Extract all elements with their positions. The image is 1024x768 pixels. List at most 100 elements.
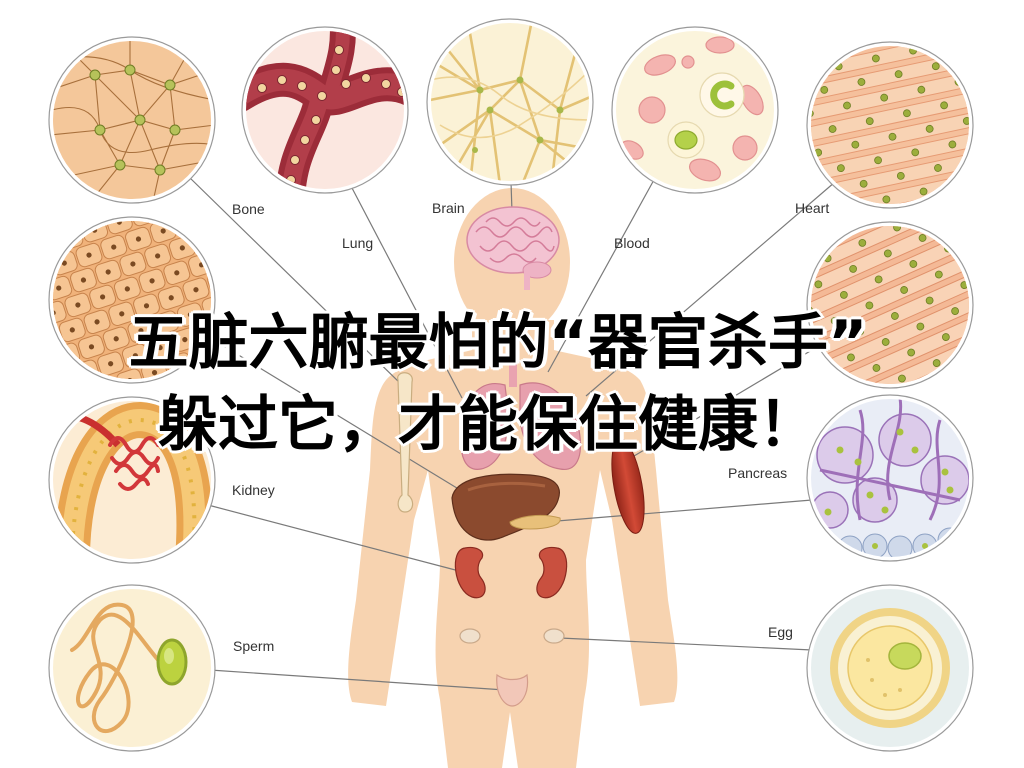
brain-cell-circle [426, 18, 594, 186]
kidneys-organ [454, 546, 568, 599]
liver-cell [236, 236, 265, 262]
liver-cell-nucleus [56, 285, 62, 291]
heart-nucleus [956, 179, 965, 188]
muscle-nucleus [839, 290, 848, 299]
muscle-nucleus [763, 259, 772, 268]
pancreas-cell-circle [806, 394, 974, 562]
muscle-nucleus [962, 192, 971, 201]
muscle-nucleus [872, 364, 881, 372]
muscle-cell-circle [763, 192, 987, 389]
headline-line-1: 五脏六腑最怕的“器官杀手” [128, 308, 868, 378]
liver-cell-nucleus [124, 286, 130, 292]
liver-cell-nucleus [229, 229, 236, 236]
liver-cell-nucleus [100, 294, 106, 300]
muscle-nucleus [953, 226, 962, 227]
liver-cell-nucleus [141, 211, 148, 218]
liver-cell-nucleus [237, 295, 244, 302]
heart-nucleus [886, 31, 894, 39]
heart-nucleus [917, 85, 926, 94]
liver-cell [201, 294, 211, 319]
liver-cell [179, 185, 208, 211]
liver-cell-nucleus [94, 319, 100, 325]
label-blood: Blood [614, 235, 650, 251]
brain-organ [466, 206, 560, 290]
muscle-nucleus [811, 306, 814, 315]
muscle-nucleus [779, 295, 788, 304]
liver-cell-nucleus [132, 353, 138, 359]
lungs-organ [460, 345, 581, 470]
liver-cell-nucleus [36, 268, 43, 275]
heart-nucleus [1000, 109, 1008, 117]
liver-cell-nucleus [248, 245, 255, 252]
muscle-nucleus [909, 260, 918, 268]
kidney-connector [207, 504, 464, 573]
heart-nucleus [871, 54, 880, 63]
liver-cell [231, 260, 260, 286]
muscle-nucleus [856, 327, 865, 336]
liver-cell-nucleus [61, 260, 67, 266]
muscle-organ [611, 438, 645, 534]
pancreas-connector [544, 499, 813, 523]
heart-nucleus [857, 78, 866, 86]
bone-connector [187, 175, 403, 386]
label-sperm: Sperm [233, 638, 275, 654]
muscle-nucleus [969, 254, 978, 263]
liver-cell [130, 221, 158, 227]
liver-cell-nucleus [179, 245, 185, 251]
label-heart: Heart [795, 200, 830, 216]
liver-cell-nucleus [157, 345, 163, 351]
heart-nucleus [923, 23, 931, 31]
liver-cell [53, 258, 54, 284]
muscle-nucleus [934, 270, 943, 279]
heart-nucleus [812, 46, 820, 55]
heart-nucleus [865, 117, 874, 126]
muscle-nucleus [867, 212, 876, 221]
lung-connector [351, 187, 463, 399]
liver-cell [6, 241, 35, 267]
heart-nucleus [940, 101, 948, 110]
heart-nucleus [979, 195, 987, 203]
heart-nucleus [985, 132, 993, 140]
liver-cell [207, 269, 211, 294]
liver-cell-nucleus [168, 295, 174, 301]
label-brain: Brain [432, 200, 465, 216]
liver-cell-nucleus [204, 237, 210, 243]
label-pancreas: Pancreas [728, 465, 788, 481]
muscle-nucleus [978, 228, 987, 237]
liver-cell-nucleus [151, 369, 158, 376]
heart-nucleus [983, 31, 991, 39]
liver-cell-nucleus [155, 253, 161, 259]
heart-nucleus [800, 172, 808, 180]
heart-nucleus [880, 93, 889, 102]
muscle-nucleus [814, 280, 823, 289]
muscle-nucleus [927, 207, 936, 216]
egg-cell-circle [806, 584, 974, 752]
label-egg: Egg [768, 624, 793, 640]
muscle-nucleus [874, 275, 883, 284]
bone-organ [397, 372, 414, 513]
liver-cell [19, 283, 48, 309]
heart-nucleus [874, 156, 882, 165]
liver-cell-nucleus [119, 311, 125, 317]
muscle-nucleus [788, 269, 797, 278]
heart-nucleus [946, 46, 955, 47]
muscle-nucleus [893, 226, 901, 232]
liver-cell [53, 234, 59, 259]
heart-nucleus [992, 70, 1000, 78]
liver-cell-nucleus [113, 336, 119, 342]
sperm-cell-circle [48, 584, 216, 752]
liver-cell-nucleus [135, 236, 142, 242]
heart-nucleus [903, 109, 911, 118]
muscle-nucleus [881, 338, 890, 346]
muscle-nucleus [916, 322, 925, 331]
muscle-nucleus [847, 353, 855, 362]
heart-nucleus [888, 132, 897, 141]
muscle-nucleus [951, 307, 959, 315]
bone-cell-circle [48, 36, 216, 204]
blood-connector [547, 177, 656, 373]
heart-connector [585, 181, 836, 397]
heart-nucleus [971, 156, 979, 164]
muscle-nucleus [898, 374, 906, 383]
label-bone: Bone [232, 201, 265, 217]
